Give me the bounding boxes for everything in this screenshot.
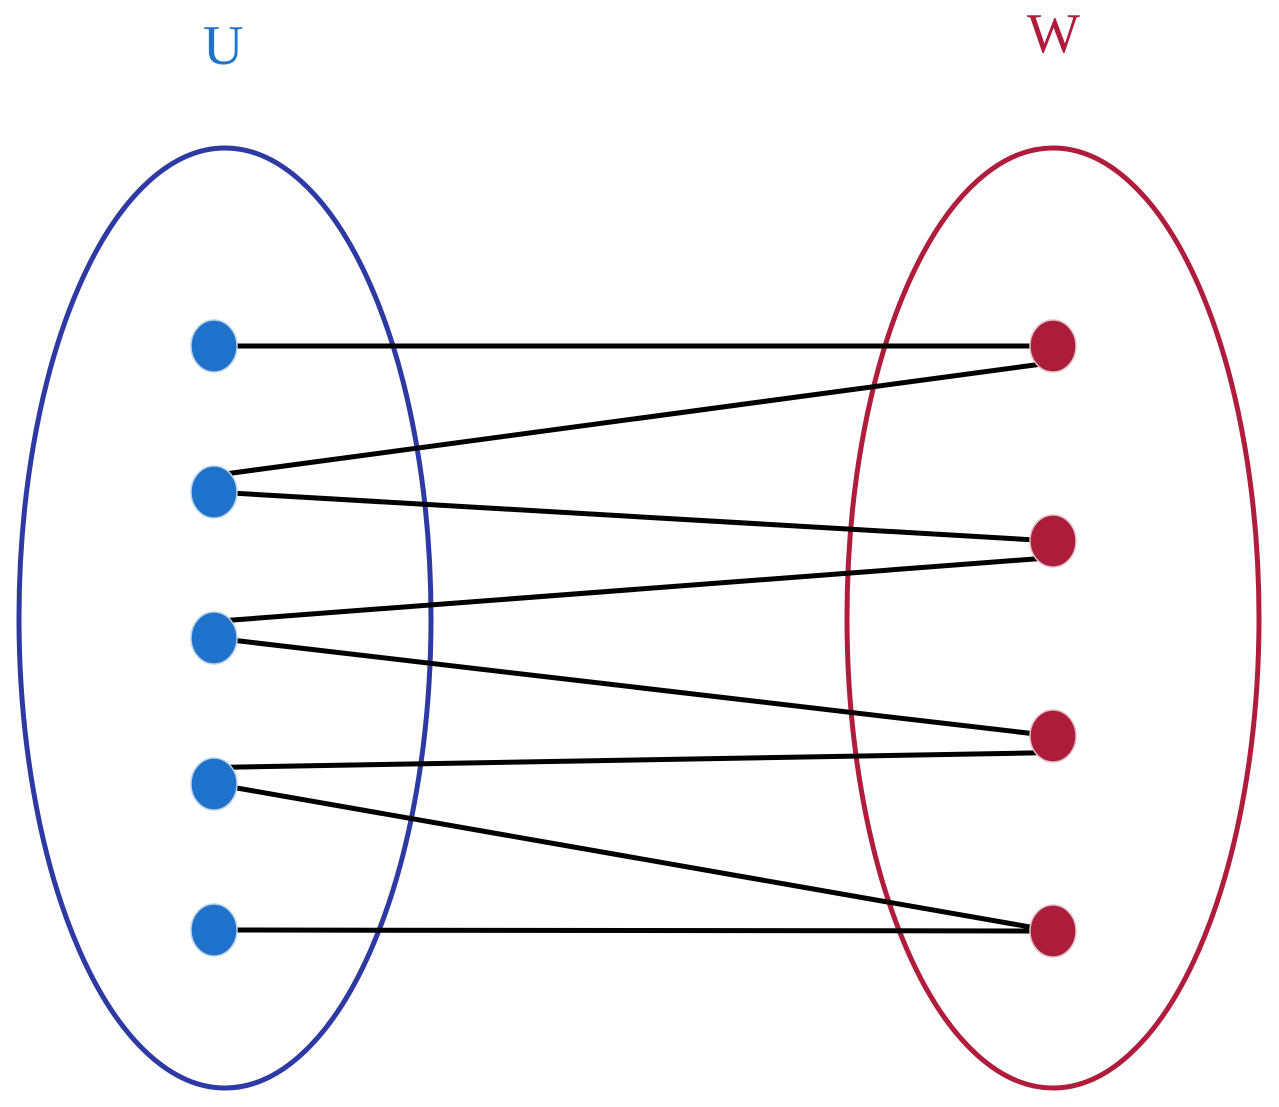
edge-u4-w3 (227, 750, 1040, 770)
node-w1 (1029, 319, 1077, 373)
edges (214, 343, 1053, 934)
set-w-ellipse (844, 145, 1262, 1091)
set-w-label: W (1027, 3, 1080, 65)
edge-u4-w4 (227, 783, 1040, 932)
edge-u3-w2 (227, 556, 1040, 623)
edge-u5-w4 (227, 927, 1040, 934)
set-u-label: U (203, 15, 244, 77)
node-u1 (190, 319, 238, 373)
node-u2 (190, 465, 238, 519)
edge-u2-w1 (227, 361, 1040, 477)
node-w3 (1029, 709, 1077, 763)
node-w4 (1029, 904, 1077, 958)
nodes (190, 319, 1077, 958)
node-u4 (190, 757, 238, 811)
node-w2 (1029, 514, 1077, 568)
node-u5 (190, 903, 238, 957)
set-u-ellipse (16, 145, 434, 1091)
edge-u2-w2 (227, 490, 1040, 543)
node-u3 (190, 611, 238, 665)
edge-u3-w3 (227, 637, 1040, 737)
